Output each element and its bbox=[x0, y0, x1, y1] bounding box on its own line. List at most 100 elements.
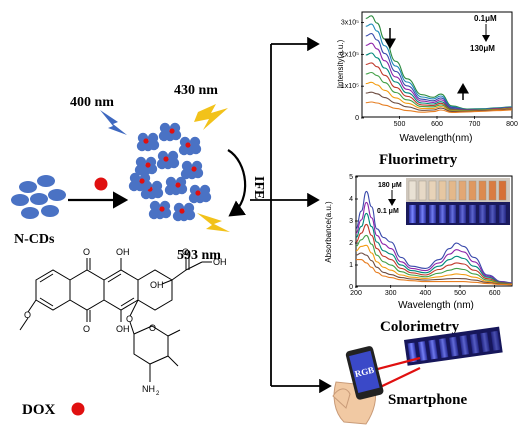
ncd-dot bbox=[41, 205, 59, 217]
dox-dot bbox=[159, 206, 165, 212]
ncd-dot bbox=[11, 194, 29, 206]
dox-label: DOX bbox=[22, 402, 56, 418]
dox-dot bbox=[163, 156, 169, 162]
dox-bond bbox=[27, 299, 37, 313]
daylight-vial bbox=[468, 180, 477, 201]
ncd-dot bbox=[48, 189, 66, 201]
uv-vial bbox=[449, 205, 456, 223]
ncd-dot bbox=[128, 180, 140, 192]
chart-tick-label: 600 bbox=[431, 121, 443, 128]
chart-tick-label: 0 bbox=[349, 284, 353, 291]
chart-tick-label: 200 bbox=[350, 290, 362, 297]
uv-strip-vial bbox=[417, 341, 428, 361]
ncd-dot bbox=[190, 143, 202, 155]
ncd-dot bbox=[152, 187, 164, 199]
phone-icon: RGB bbox=[345, 346, 384, 400]
chart-series-line bbox=[355, 223, 513, 285]
smartphone-illustration: RGB bbox=[332, 326, 503, 425]
dox-bond bbox=[167, 329, 181, 337]
daylight-vial bbox=[498, 180, 507, 201]
emission-430-label: 430 nm bbox=[174, 83, 218, 98]
ncd-dox-aggregate bbox=[172, 202, 196, 222]
ncd-dot bbox=[159, 122, 171, 134]
daylight-vials bbox=[408, 180, 507, 201]
dox-atom-oh3: OH bbox=[213, 257, 227, 267]
uv-strip-vial bbox=[438, 338, 449, 358]
dox-dot bbox=[175, 182, 181, 188]
dox-dot bbox=[145, 162, 151, 168]
chart-tick-label: 2 bbox=[349, 240, 353, 247]
fluorimetry-label: Fluorimetry bbox=[379, 152, 458, 168]
ncd-dot bbox=[156, 158, 168, 170]
ncd-dot bbox=[188, 192, 200, 204]
ncd-dox-aggregate bbox=[164, 176, 188, 196]
chart-tick-label: 1x10⁵ bbox=[341, 83, 359, 90]
dox-ring-a bbox=[35, 269, 71, 311]
dox-atom-o5: O bbox=[126, 314, 133, 324]
dox-bond bbox=[161, 279, 173, 285]
chart-tick-label: 400 bbox=[419, 290, 431, 297]
abs-conc-top: 180 μM bbox=[378, 182, 402, 189]
dox-structure bbox=[19, 257, 212, 382]
daylight-vial bbox=[438, 180, 447, 201]
emission-430-bolt-icon bbox=[194, 104, 228, 130]
ncd-dox-aggregate bbox=[136, 132, 160, 152]
fluor-conc-bottom: 130μM bbox=[470, 44, 495, 53]
dox-dot bbox=[143, 138, 149, 144]
ncd-dot bbox=[37, 175, 55, 187]
ncds-dox-complex-cluster bbox=[128, 122, 212, 222]
dox-bond bbox=[171, 269, 187, 281]
ncd-dox-aggregate bbox=[156, 150, 180, 170]
ncd-dox-aggregate bbox=[148, 200, 172, 220]
dox-dot bbox=[139, 178, 145, 184]
ncd-dot bbox=[21, 207, 39, 219]
dox-dot bbox=[169, 128, 175, 134]
chart-series-line bbox=[355, 234, 513, 285]
chart-series-line bbox=[355, 212, 513, 284]
dox-bond bbox=[120, 297, 135, 307]
uv-strip-vial bbox=[480, 332, 490, 353]
uv-strip-vial bbox=[490, 330, 501, 351]
ife-arrow bbox=[227, 149, 247, 217]
fluor-x-label: Wavelength(nm) bbox=[400, 133, 473, 144]
dox-bond bbox=[129, 321, 135, 335]
ife-label: IFE bbox=[251, 176, 266, 199]
dox-atom-nh-sub: 2 bbox=[156, 391, 160, 397]
daylight-vial bbox=[448, 180, 457, 201]
dox-dot bbox=[195, 190, 201, 196]
ncd-dot bbox=[178, 144, 190, 156]
dox-atom-o3: O bbox=[182, 247, 189, 257]
dox-ring-b bbox=[69, 269, 105, 311]
chart-tick-label: 1 bbox=[349, 262, 353, 269]
chart-tick-label: 4 bbox=[349, 196, 353, 203]
ncd-dox-aggregate bbox=[134, 156, 158, 176]
uv-vial bbox=[409, 205, 416, 223]
chart-tick-label: 300 bbox=[385, 290, 397, 297]
dox-bond bbox=[19, 317, 29, 331]
excitation-label: 400 nm bbox=[70, 95, 114, 110]
uv-photo-strip bbox=[404, 326, 503, 366]
ncd-dot bbox=[181, 160, 193, 172]
dox-bond bbox=[129, 299, 139, 317]
ncds-label: N-CDs bbox=[14, 232, 55, 247]
ncd-dot bbox=[136, 140, 148, 152]
daylight-vial bbox=[478, 180, 487, 201]
dox-atom-o4: O bbox=[24, 310, 31, 320]
chart-series-line bbox=[365, 52, 513, 111]
ncd-dot bbox=[149, 200, 161, 212]
ncd-dot bbox=[19, 181, 37, 193]
uv-vial bbox=[469, 205, 476, 223]
chart-series-line bbox=[355, 252, 513, 285]
ncd-dox-aggregate bbox=[178, 136, 202, 156]
dox-bond bbox=[167, 355, 179, 367]
colorimetry-label: Colorimetry bbox=[380, 319, 460, 335]
smartphone-label: Smartphone bbox=[388, 392, 468, 408]
uv-strip-vial bbox=[469, 333, 480, 354]
chart-tick-label: 0 bbox=[355, 115, 359, 122]
chart-tick-label: 500 bbox=[454, 290, 466, 297]
abs-plot-frame bbox=[355, 175, 513, 287]
ncd-dot bbox=[165, 176, 177, 188]
